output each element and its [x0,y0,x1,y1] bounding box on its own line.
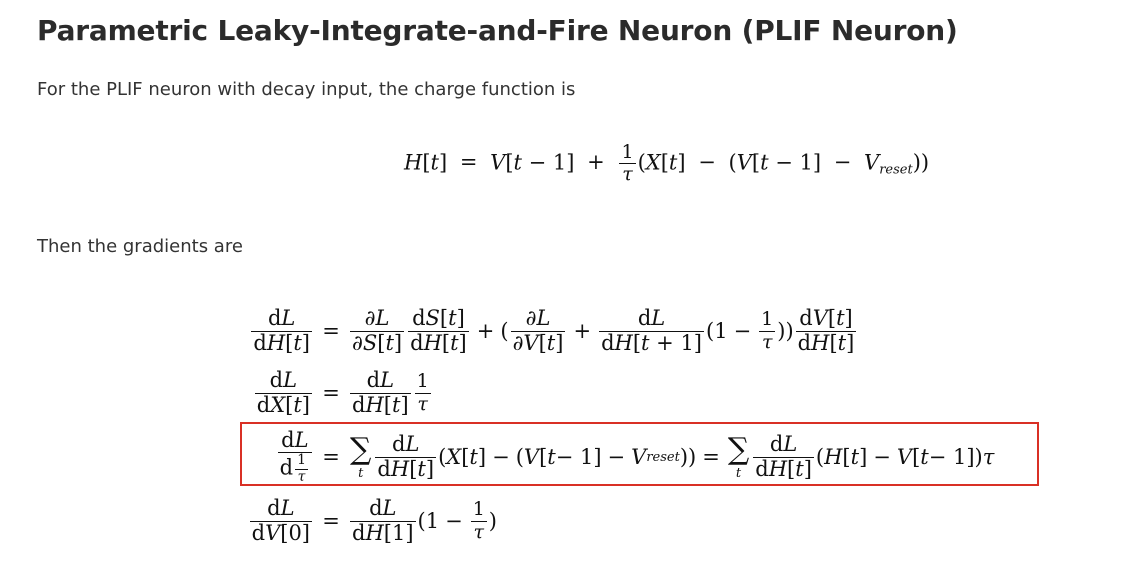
page-title: Parametric Leaky-Integrate-and-Fire Neur… [37,14,958,47]
highlight-box [240,422,1039,486]
intro-paragraph: For the PLIF neuron with decay input, th… [37,79,576,100]
gradients-paragraph: Then the gradients are [37,236,243,257]
